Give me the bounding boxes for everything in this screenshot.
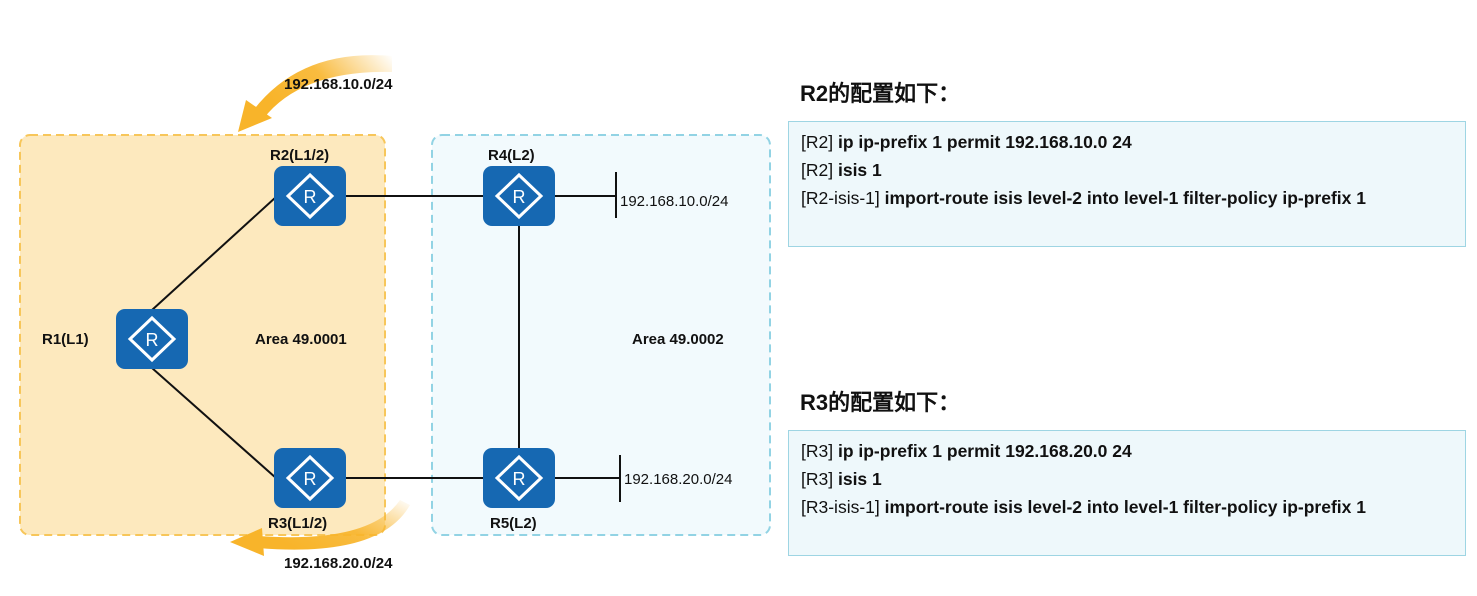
network-r4-label: 192.168.10.0/24 <box>620 193 728 210</box>
leak-route-top-label: 192.168.10.0/24 <box>284 76 393 93</box>
config-command: isis 1 <box>837 160 882 180</box>
r3-config-line-2: [R3] isis 1 <box>801 465 1453 493</box>
config-command: import-route isis level-2 into level-1 f… <box>884 188 1366 208</box>
r3-config-box: [R3] ip ip-prefix 1 permit 192.168.20.0 … <box>788 430 1466 556</box>
r2-config-line-3: [R2-isis-1] import-route isis level-2 in… <box>801 184 1453 212</box>
r3-config-line-3: [R3-isis-1] import-route isis level-2 in… <box>801 493 1453 521</box>
router-r1-icon <box>114 307 190 371</box>
config-prompt: [R2] <box>801 132 838 152</box>
r3-config-title: R3的配置如下： <box>800 390 961 415</box>
r2-config-line-1: [R2] ip ip-prefix 1 permit 192.168.10.0 … <box>801 128 1453 156</box>
config-prompt: [R3-isis-1] <box>801 497 885 517</box>
area-49-0002-label: Area 49.0002 <box>632 331 724 348</box>
router-r5-icon <box>481 446 557 510</box>
router-r3-icon <box>272 446 348 510</box>
config-prompt: [R2-isis-1] <box>801 188 885 208</box>
config-command: ip ip-prefix 1 permit 192.168.10.0 24 <box>837 132 1132 152</box>
r2-config-title: R2的配置如下： <box>800 81 961 106</box>
router-r2-label: R2(L1/2) <box>270 147 329 164</box>
config-command: import-route isis level-2 into level-1 f… <box>884 497 1366 517</box>
network-r5-label: 192.168.20.0/24 <box>624 471 732 488</box>
router-r4-icon <box>481 164 557 228</box>
router-r1-label: R1(L1) <box>42 331 89 348</box>
area-49-0001-label: Area 49.0001 <box>255 331 347 348</box>
config-command: isis 1 <box>837 469 882 489</box>
router-r4-label: R4(L2) <box>488 147 535 164</box>
config-prompt: [R2] <box>801 160 838 180</box>
router-r3-label: R3(L1/2) <box>268 515 327 532</box>
link-r1-r2 <box>151 196 277 311</box>
r2-config-line-2: [R2] isis 1 <box>801 156 1453 184</box>
config-command: ip ip-prefix 1 permit 192.168.20.0 24 <box>837 441 1132 461</box>
area-49-0002-region <box>431 134 771 536</box>
config-prompt: [R3] <box>801 441 838 461</box>
area-49-0001-region <box>19 134 386 536</box>
config-prompt: [R3] <box>801 469 838 489</box>
leak-route-bottom-label: 192.168.20.0/24 <box>284 555 393 572</box>
link-r1-r3 <box>151 367 277 479</box>
leak-arrow-bottom-icon <box>230 500 410 556</box>
router-r5-label: R5(L2) <box>490 515 537 532</box>
router-r2-icon <box>272 164 348 228</box>
r3-config-line-1: [R3] ip ip-prefix 1 permit 192.168.20.0 … <box>801 437 1453 465</box>
leak-arrow-top-icon <box>238 55 392 132</box>
r2-config-box: [R2] ip ip-prefix 1 permit 192.168.10.0 … <box>788 121 1466 247</box>
